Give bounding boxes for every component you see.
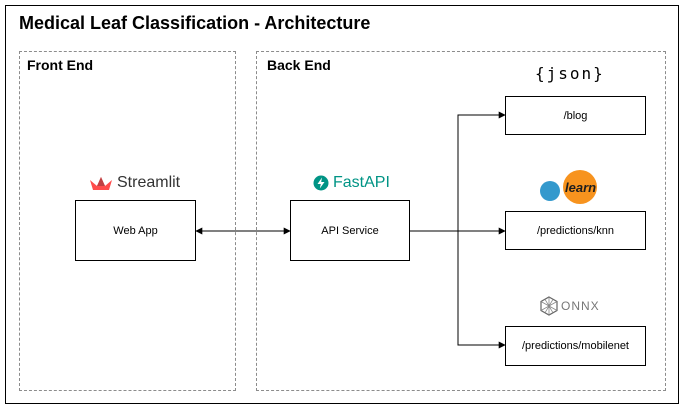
connector-api-mobilenet <box>410 230 506 349</box>
connector-api-blog <box>410 111 506 232</box>
fastapi-logo-text: FastAPI <box>333 174 390 191</box>
streamlit-crown-icon <box>89 175 113 191</box>
mobilenet-endpoint-node: /predictions/mobilenet <box>505 326 646 366</box>
web-app-node: Web App <box>75 200 196 261</box>
sklearn-logo: learn <box>538 170 604 206</box>
back-end-label: Back End <box>267 57 331 73</box>
sklearn-logo-text: learn <box>565 180 597 195</box>
streamlit-logo: Streamlit <box>89 174 180 192</box>
json-logo: {json} <box>535 64 605 83</box>
diagram-title: Medical Leaf Classification - Architectu… <box>19 13 371 33</box>
back-end-group <box>256 51 666 391</box>
api-service-node: API Service <box>290 200 410 261</box>
fastapi-bolt-icon <box>313 175 329 191</box>
streamlit-logo-text: Streamlit <box>117 174 181 191</box>
blog-endpoint-node: /blog <box>505 96 646 135</box>
front-end-group <box>19 51 236 391</box>
onnx-logo: ONNX <box>539 296 600 316</box>
json-icon: {json} <box>535 64 605 83</box>
onnx-polyhedron-icon <box>539 296 559 316</box>
knn-endpoint-node: /predictions/knn <box>505 211 646 250</box>
sklearn-logo-icon <box>538 170 604 206</box>
fastapi-logo: FastAPI <box>313 174 390 192</box>
front-end-label: Front End <box>27 57 94 73</box>
onnx-logo-text: ONNX <box>561 299 600 313</box>
